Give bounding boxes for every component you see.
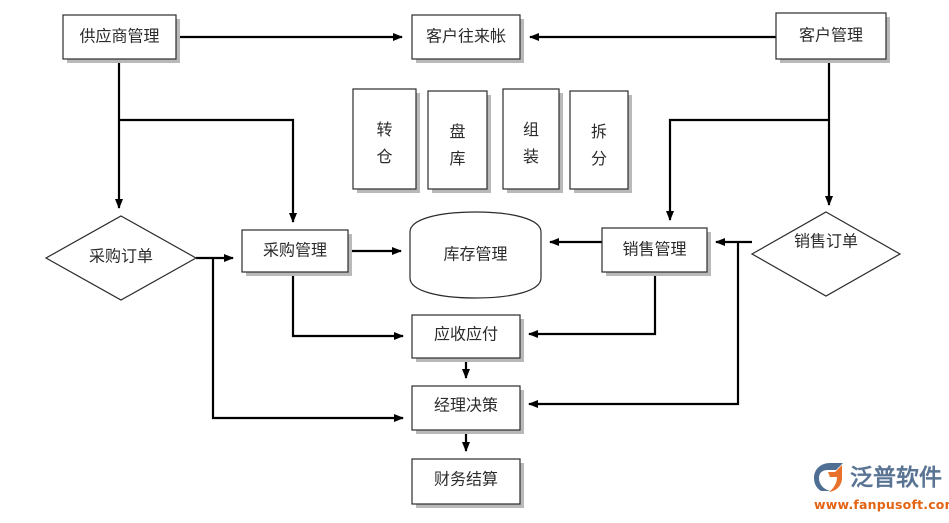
brand-row: 泛普软件 (812, 462, 942, 494)
node-financial-settlement[interactable]: 财务结算 (411, 458, 524, 508)
node-label-customer-management: 客户管理 (799, 27, 863, 45)
node-assembly[interactable]: 组 装 (502, 88, 563, 193)
brand-name: 泛普软件 (850, 464, 942, 491)
node-label-customer-account-ledger: 客户往来帐 (426, 28, 506, 46)
edge-layer (115, 33, 833, 452)
node-label-manager-decision: 经理决策 (434, 397, 498, 415)
node-stocktaking[interactable]: 盘 库 (427, 90, 491, 193)
brand-url: www.fanpusoft.com (814, 497, 949, 512)
brand-watermark: 泛普软件 www.fanpusoft.com (812, 462, 949, 518)
node-supplier-management[interactable]: 供应商管理 (62, 14, 180, 63)
edge-sales-order-to-decision (528, 242, 740, 408)
node-label-assembly-b: 装 (523, 148, 539, 166)
node-manager-decision[interactable]: 经理决策 (411, 385, 524, 434)
node-label-sales-management: 销售管理 (622, 241, 686, 259)
node-purchase-management[interactable]: 采购管理 (241, 229, 352, 276)
node-label-warehouse-transfer-b: 仓 (376, 148, 392, 166)
node-label-accounts-receivable-payable: 应收应付 (434, 325, 498, 344)
node-disassembly[interactable]: 拆 分 (569, 90, 632, 193)
node-warehouse-transfer[interactable]: 转 仓 (352, 88, 420, 193)
edge-purchase-order-to-decision (211, 258, 404, 422)
edge-sales-mgmt-to-ar-ap (528, 272, 657, 338)
node-layer: 供应商管理 客户往来帐 客户管理 转 仓 (44, 12, 902, 508)
node-sales-order[interactable]: 销售订单 (750, 211, 902, 297)
node-label-purchase-management: 采购管理 (263, 242, 327, 260)
fanpu-logo-icon (814, 463, 843, 492)
node-label-sales-order: 销售订单 (794, 233, 858, 251)
node-label-purchase-order: 采购订单 (89, 248, 153, 266)
node-label-assembly-a: 组 (523, 121, 539, 139)
node-accounts-receivable-payable[interactable]: 应收应付 (411, 314, 524, 362)
node-customer-account-ledger[interactable]: 客户往来帐 (411, 14, 524, 63)
edge-customer-to-sales-mgmt (666, 118, 829, 221)
node-label-stocktaking-a: 盘 (449, 122, 465, 141)
edge-purchase-mgmt-to-ar-ap (291, 272, 404, 340)
node-label-stocktaking-b: 库 (449, 150, 465, 168)
node-label-disassembly-b: 分 (591, 150, 607, 168)
node-label-inventory-management: 库存管理 (443, 246, 507, 264)
node-inventory-management[interactable]: 库存管理 (409, 211, 542, 299)
node-label-supplier-management: 供应商管理 (79, 27, 159, 46)
node-purchase-order[interactable]: 采购订单 (44, 215, 198, 301)
node-label-warehouse-transfer-a: 转 (376, 121, 392, 139)
node-label-financial-settlement: 财务结算 (434, 470, 498, 489)
node-customer-management[interactable]: 客户管理 (775, 12, 890, 63)
node-sales-management[interactable]: 销售管理 (601, 227, 711, 276)
edge-supplier-to-purchase-mgmt (119, 118, 297, 223)
node-label-disassembly-a: 拆 (591, 123, 607, 141)
